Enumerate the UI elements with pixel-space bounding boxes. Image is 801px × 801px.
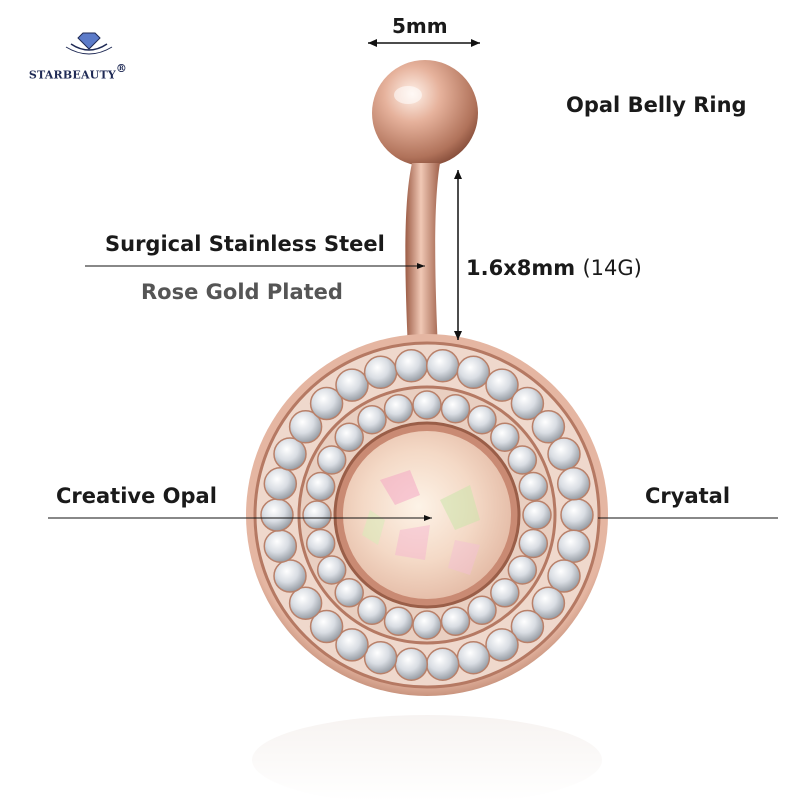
crystal-gem xyxy=(288,586,323,620)
gauge-label: 1.6x8mm (14G) xyxy=(466,256,642,280)
crystal-gem xyxy=(309,609,344,644)
crystal-gem xyxy=(263,529,298,563)
crystal-gem xyxy=(273,437,307,471)
brand-logo-icon xyxy=(65,32,113,55)
crystal-gem xyxy=(316,555,347,585)
crystal-gem xyxy=(490,422,520,452)
bar-stem xyxy=(405,163,440,350)
plating-label: Rose Gold Plated xyxy=(141,280,343,304)
crystal-gem xyxy=(547,437,581,471)
crystal-gem xyxy=(425,647,460,681)
crystal-gem xyxy=(335,628,369,662)
crystal-gem xyxy=(394,349,429,383)
crystal-gem xyxy=(273,559,307,593)
crystal-gem xyxy=(518,528,549,559)
crystal-gem xyxy=(335,368,369,402)
crystal-gem xyxy=(383,393,414,424)
crystal-gem xyxy=(510,386,545,421)
crystal-gem xyxy=(357,595,387,626)
crystal-gem xyxy=(485,368,519,402)
crystal-gem xyxy=(316,445,347,475)
crystal-gem xyxy=(456,640,491,675)
gauge-size: 1.6x8mm xyxy=(466,256,576,280)
crystal-gem xyxy=(522,500,552,530)
crystal-gem xyxy=(507,445,538,475)
outer-crystal-ring xyxy=(260,349,594,681)
brand: STARBEAUTY® xyxy=(18,38,138,83)
crystal-gem xyxy=(507,555,538,585)
crystal-gem xyxy=(394,647,429,681)
crystal-gem xyxy=(556,529,591,563)
crystal-gem xyxy=(485,628,519,662)
crystal-gem xyxy=(531,586,566,620)
brand-name: STARBEAUTY xyxy=(28,68,116,82)
crystal-gem xyxy=(490,578,520,608)
outer-stones-label: Cryatal xyxy=(645,484,731,508)
crystal-gem xyxy=(302,500,332,530)
crystal-gem xyxy=(334,578,364,608)
crystal-gem xyxy=(412,610,442,640)
crystal-gem xyxy=(456,355,491,390)
crystal-gem xyxy=(560,498,594,532)
crystal-gem xyxy=(440,606,471,637)
brand-mark: ® xyxy=(115,62,128,75)
crystal-gem xyxy=(556,467,591,501)
crystal-gem xyxy=(263,467,298,501)
center-stone-label: Creative Opal xyxy=(56,484,217,508)
top-ball xyxy=(372,60,478,166)
crystal-gem xyxy=(260,498,294,532)
crystal-gem xyxy=(412,390,442,420)
crystal-gem xyxy=(425,349,460,383)
crystal-gem xyxy=(467,595,497,626)
crystal-gem xyxy=(288,410,323,444)
crystal-gem xyxy=(305,471,336,502)
crystal-gem xyxy=(357,404,387,435)
crystal-gem xyxy=(363,640,398,675)
gauge-value: (14G) xyxy=(582,256,642,280)
crystal-gem xyxy=(440,393,471,424)
crystal-gem xyxy=(309,386,344,421)
crystal-gem xyxy=(547,559,581,593)
crystal-gem xyxy=(510,609,545,644)
material-label: Surgical Stainless Steel xyxy=(105,232,385,256)
crystal-gem xyxy=(334,422,364,452)
crystal-gem xyxy=(531,410,566,444)
crystal-gem xyxy=(363,355,398,390)
crystal-gem xyxy=(383,606,414,637)
inner-crystal-ring xyxy=(302,390,552,640)
ball-size-label: 5mm xyxy=(392,14,448,38)
product-title: Opal Belly Ring xyxy=(566,93,747,117)
crystal-gem xyxy=(305,528,336,559)
crystal-gem xyxy=(467,404,497,435)
crystal-gem xyxy=(518,471,549,502)
opal-stone xyxy=(343,431,511,599)
